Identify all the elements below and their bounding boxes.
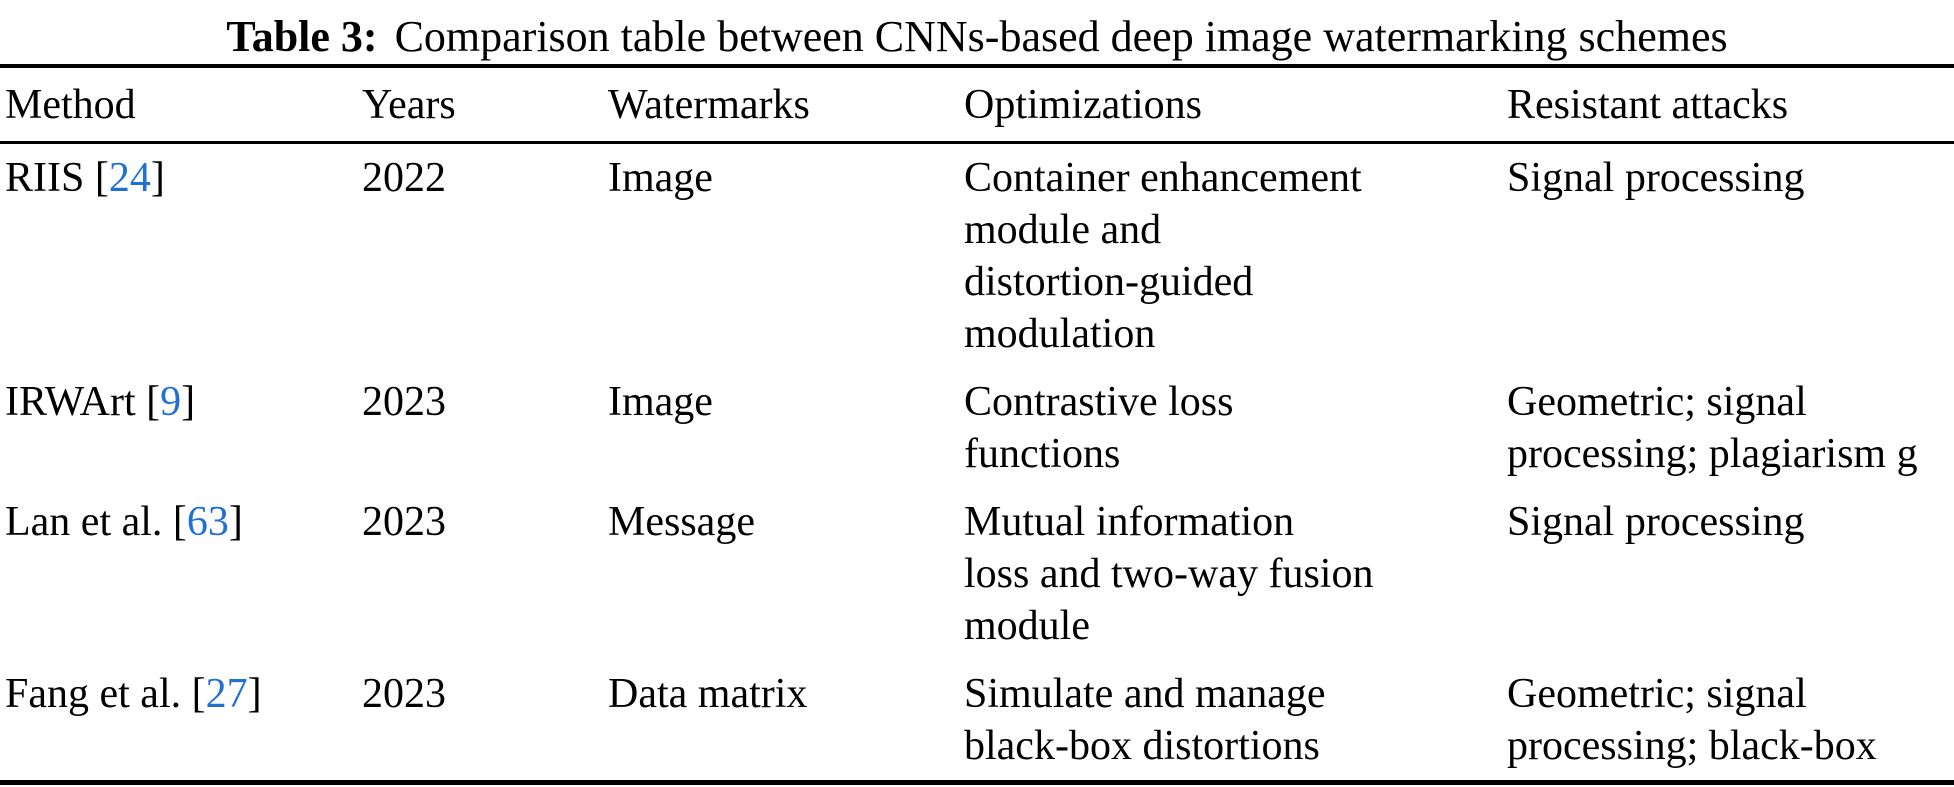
method-name: RIIS bbox=[5, 155, 85, 201]
cell-watermarks: Message bbox=[608, 499, 755, 545]
citation-bracket-open: [ bbox=[84, 155, 109, 201]
method-name: Lan et al. bbox=[5, 499, 163, 545]
cell-optimizations: Contrastive loss functions bbox=[964, 379, 1234, 477]
caption-label: Table 3: bbox=[226, 12, 378, 61]
method-name: IRWArt bbox=[5, 379, 136, 425]
column-header-resistant-attacks: Resistant attacks bbox=[1502, 66, 1954, 144]
citation-link[interactable]: 63 bbox=[186, 499, 229, 545]
cell-optimizations: Mutual information loss and two-way fusi… bbox=[964, 499, 1374, 649]
method-name: Fang et al. bbox=[5, 671, 182, 717]
table-caption: Table 3: Comparison table between CNNs-ba… bbox=[0, 0, 1954, 64]
cell-years: 2023 bbox=[362, 499, 446, 545]
cell-resistant-attacks: Signal processing bbox=[1507, 499, 1805, 545]
table-row: Fang et al. [27] 2023 Data matrix Simula… bbox=[0, 652, 1954, 783]
citation-link[interactable]: 27 bbox=[205, 671, 248, 717]
caption-text: Comparison table between CNNs-based deep… bbox=[394, 12, 1728, 61]
column-header-method: Method bbox=[0, 66, 357, 144]
cell-optimizations: Simulate and manage black-box distortion… bbox=[964, 671, 1326, 769]
cell-method: RIIS [24] bbox=[0, 143, 357, 361]
citation-bracket-close: ] bbox=[228, 499, 243, 545]
cell-method: IRWArt [9] bbox=[0, 360, 357, 480]
cell-watermarks: Image bbox=[608, 155, 713, 201]
cell-years: 2023 bbox=[362, 379, 446, 425]
cell-resistant-attacks: Geometric; signal processing; plagiarism… bbox=[1507, 379, 1918, 477]
cell-optimizations: Container enhancement module and distort… bbox=[964, 155, 1362, 357]
cell-years: 2023 bbox=[362, 671, 446, 717]
column-header-years: Years bbox=[357, 66, 603, 144]
citation-bracket-open: [ bbox=[135, 379, 161, 425]
column-header-watermarks: Watermarks bbox=[603, 66, 959, 144]
citation-bracket-close: ] bbox=[150, 155, 165, 201]
table-row: RIIS [24] 2022 Image Container enhanceme… bbox=[0, 143, 1954, 361]
cell-method: Lan et al. [63] bbox=[0, 480, 357, 652]
citation-link[interactable]: 9 bbox=[160, 379, 182, 425]
cell-resistant-attacks: Signal processing bbox=[1507, 155, 1805, 201]
table-row: Lan et al. [63] 2023 Message Mutual info… bbox=[0, 480, 1954, 652]
header-row: Method Years Watermarks Optimizations Re… bbox=[0, 66, 1954, 144]
citation-bracket-open: [ bbox=[181, 671, 206, 717]
citation-bracket-close: ] bbox=[181, 379, 196, 425]
column-header-optimizations: Optimizations bbox=[959, 66, 1502, 144]
cell-method: Fang et al. [27] bbox=[0, 652, 357, 783]
cell-years: 2022 bbox=[362, 155, 446, 201]
citation-bracket-close: ] bbox=[247, 671, 262, 717]
cell-watermarks: Image bbox=[608, 379, 713, 425]
citation-bracket-open: [ bbox=[162, 499, 187, 545]
citation-link[interactable]: 24 bbox=[108, 155, 151, 201]
cell-resistant-attacks: Geometric; signal processing; black-box bbox=[1507, 671, 1877, 769]
comparison-table: Method Years Watermarks Optimizations Re… bbox=[0, 64, 1954, 785]
cell-watermarks: Data matrix bbox=[608, 671, 808, 717]
table-row: IRWArt [9] 2023 Image Contrastive loss f… bbox=[0, 360, 1954, 480]
